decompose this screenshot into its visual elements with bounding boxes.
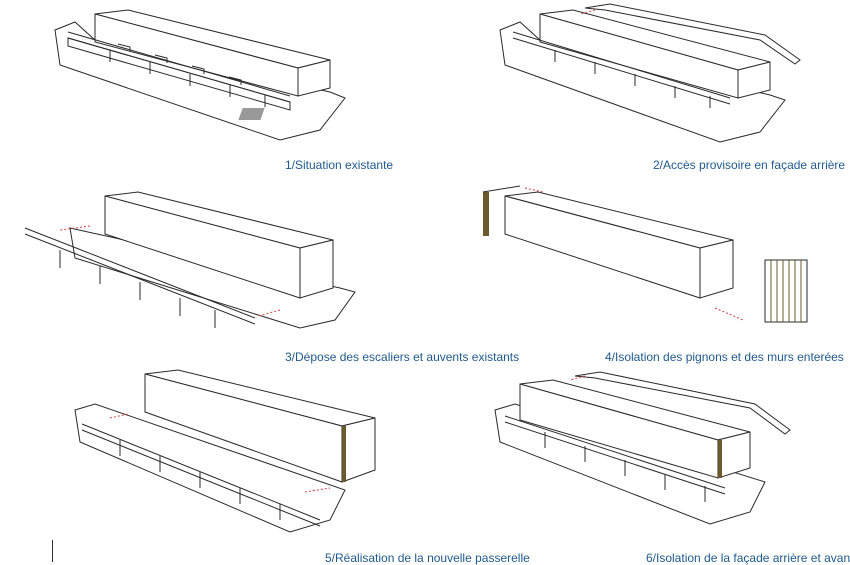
- building-side: [299, 239, 334, 299]
- walkway: [504, 415, 726, 502]
- step-5-illustration: [74, 369, 376, 533]
- removal-arrow: [59, 225, 91, 231]
- step-3-illustration: [24, 191, 356, 329]
- build-arrow-2: [304, 487, 331, 493]
- step-3-caption: 3/Dépose des escaliers et auvents exista…: [285, 350, 520, 364]
- step-2-panel: 2/Accès provisoire en façade arrière: [425, 0, 850, 175]
- stair-shading: [238, 108, 265, 120]
- gable-insulation-top: [482, 185, 521, 193]
- hull: [499, 21, 786, 143]
- step-1-panel: 1/Situation existante: [0, 0, 425, 175]
- hull: [74, 403, 346, 533]
- temporary-access: [574, 371, 791, 435]
- insulation-arrow-1: [524, 187, 544, 193]
- step-4-caption: 4/Isolation des pignons et des murs ente…: [605, 350, 844, 364]
- step-2-caption: 2/Accès provisoire en façade arrière: [653, 158, 846, 172]
- building-side: [699, 239, 734, 299]
- temporary-access: [584, 3, 801, 65]
- access-arrow: [569, 375, 586, 381]
- hull: [494, 403, 766, 525]
- gable-insulation-right: [764, 259, 808, 323]
- building-side: [341, 417, 376, 483]
- step-5-panel: 5/Réalisation de la nouvelle passerelle: [0, 369, 530, 565]
- railing: [512, 31, 731, 108]
- step-6-illustration: [494, 371, 791, 525]
- step-6-caption: 6/Isolation de la façade arrière et avan…: [646, 551, 850, 565]
- insulation-panel-lines: [770, 260, 802, 322]
- step-1-caption: 1/Situation existante: [285, 158, 394, 172]
- build-arrow: [109, 413, 129, 419]
- step-3-panel: 3/Dépose des escaliers et auvents exista…: [0, 188, 519, 368]
- step-6-panel: 6/Isolation de la façade arrière et avan…: [425, 370, 850, 565]
- building-side: [297, 59, 331, 97]
- new-walkway: [81, 423, 321, 527]
- insulation-arrow-2: [714, 307, 744, 321]
- removed-walkway: [24, 227, 256, 328]
- step-4-illustration: [482, 185, 808, 323]
- building-side: [737, 61, 771, 99]
- step-5-caption: 5/Réalisation de la nouvelle passerelle: [325, 551, 530, 565]
- gable-insulation: [342, 426, 346, 482]
- gable-insulation-left: [483, 192, 489, 236]
- step-4-panel: 4/Isolation des pignons et des murs ente…: [425, 185, 850, 368]
- facade-insulation: [718, 440, 722, 478]
- access-arrow: [579, 9, 596, 15]
- building-side: [717, 431, 751, 479]
- step-2-illustration: [499, 3, 801, 143]
- railing: [67, 31, 291, 107]
- text-cursor: [52, 540, 53, 562]
- hull: [69, 227, 356, 329]
- step-1-illustration: [54, 9, 346, 141]
